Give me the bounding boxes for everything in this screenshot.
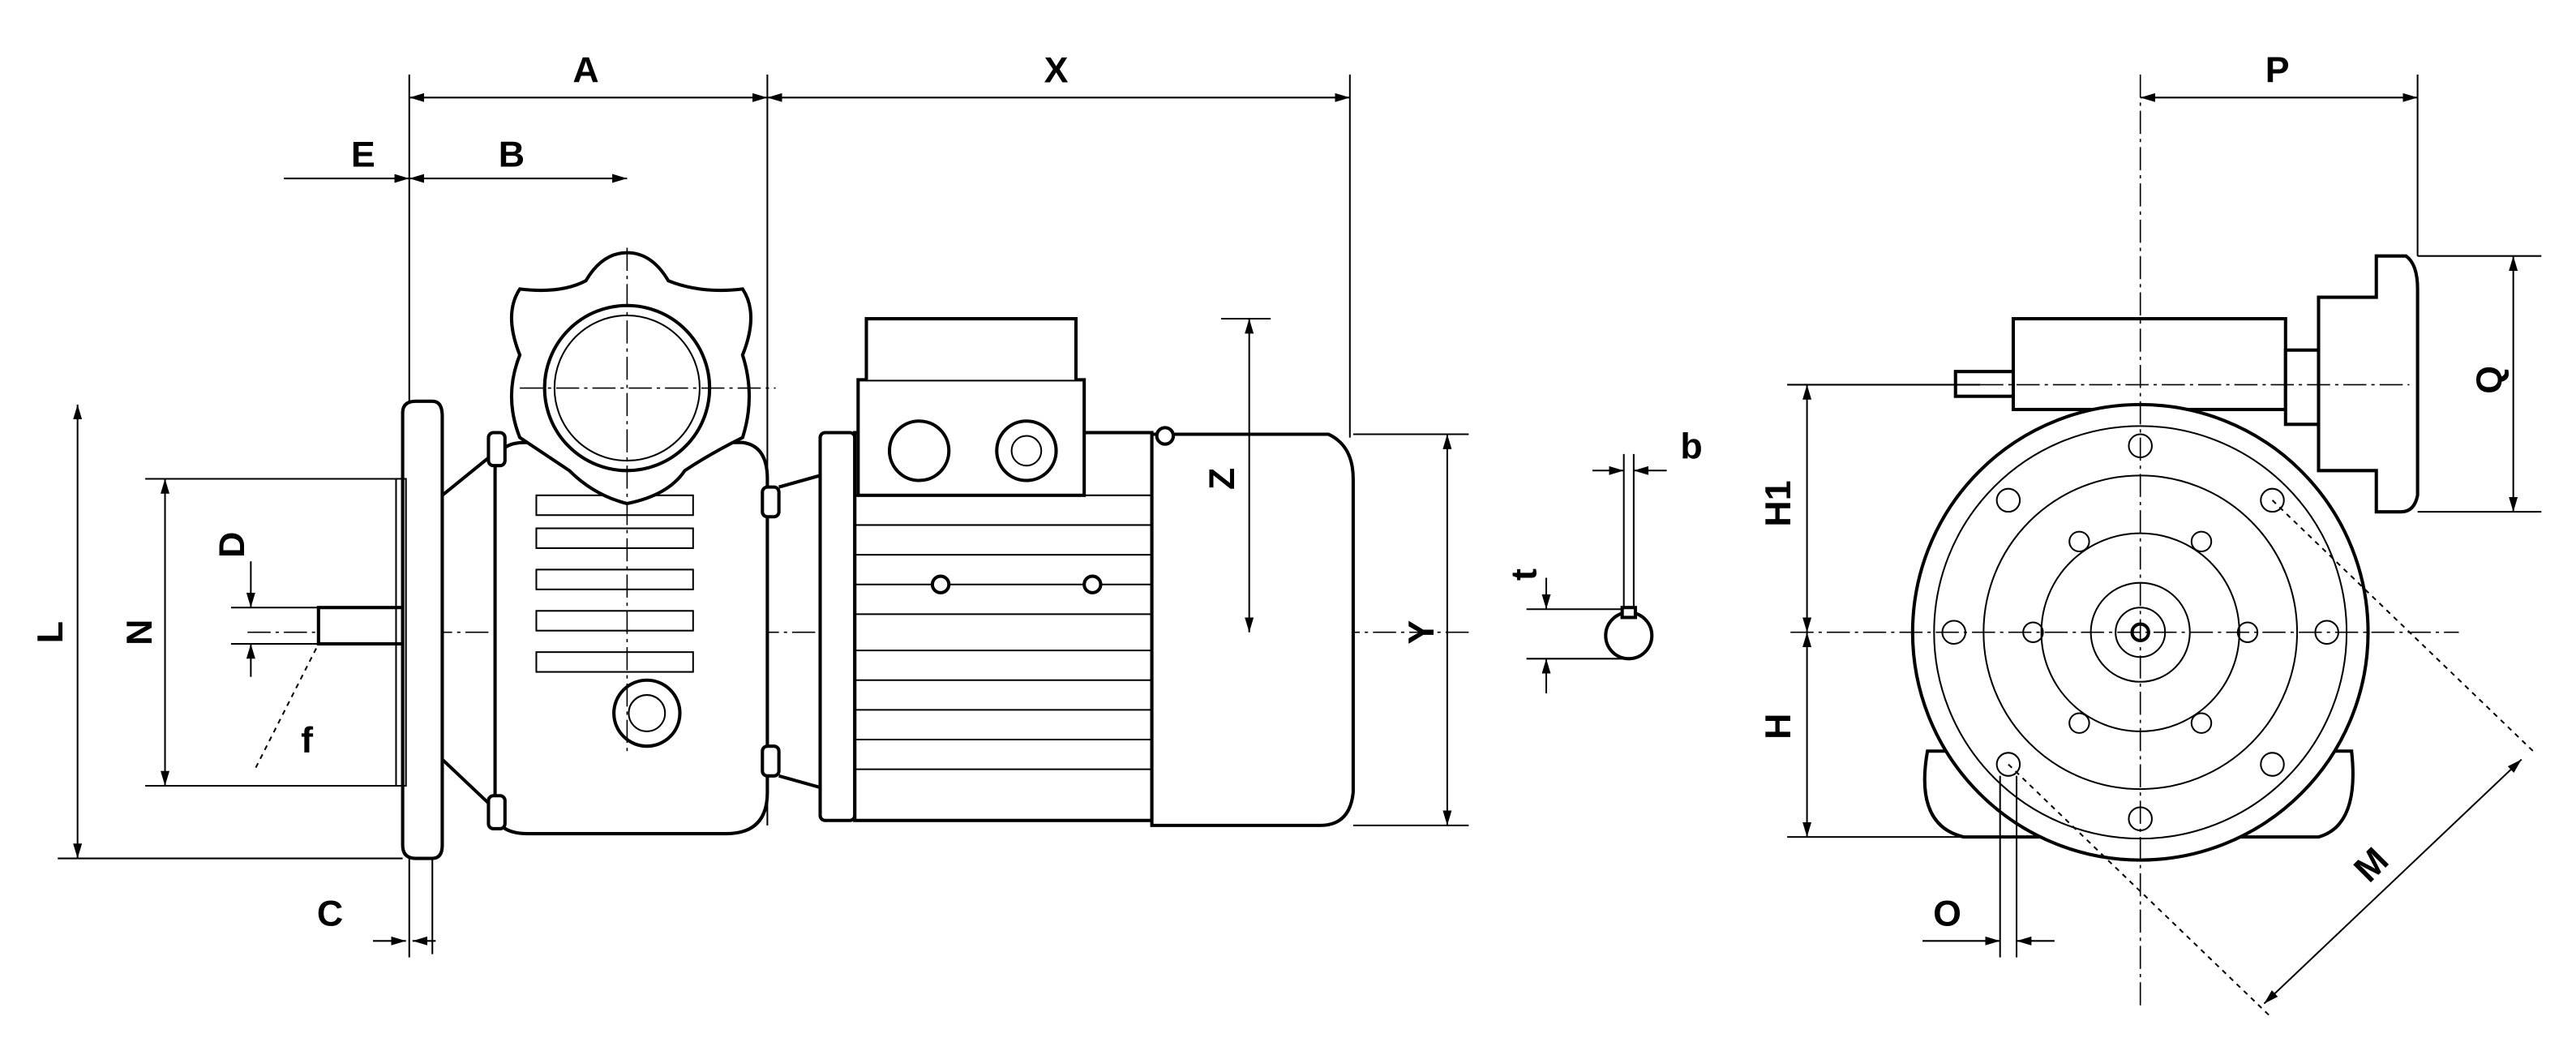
dim-N-label: N: [119, 620, 160, 645]
dim-A-label: A: [572, 50, 598, 91]
dim-H-label: H: [1758, 714, 1798, 740]
dim-D-label: D: [212, 532, 252, 558]
end-view: [1790, 74, 2459, 1007]
motor-body: [853, 431, 1154, 822]
dim-B-label: B: [499, 134, 525, 174]
dim-Z-label: Z: [1202, 468, 1242, 490]
dim-t-label: t: [1503, 568, 1544, 581]
gearbox-fins: [535, 494, 694, 673]
side-view: [247, 74, 1469, 958]
dim-f-label: f: [301, 720, 313, 761]
dim-L-label: L: [30, 621, 71, 643]
dim-H1-label: H1: [1758, 480, 1798, 526]
dim-C-label: C: [317, 894, 343, 934]
dim-Q-label: Q: [2469, 366, 2510, 394]
end-terminal-box: [2011, 317, 2287, 412]
gearbox-housing: [493, 440, 769, 836]
side-dimensions: A X E B Z Y L N D f C: [30, 50, 1469, 954]
dim-M-label: M: [2347, 840, 2397, 890]
dim-Y-label: Y: [1401, 620, 1442, 645]
shaft-keyway-detail: b t: [1503, 427, 1703, 694]
dim-E-label: E: [351, 134, 375, 174]
plug-icon: [612, 678, 682, 748]
output-flange: [401, 399, 444, 860]
dim-O-label: O: [1933, 894, 1961, 934]
dim-X-label: X: [1044, 50, 1069, 91]
motor-flange: [818, 431, 857, 822]
output-shaft: [316, 606, 405, 646]
dim-P-label: P: [2265, 50, 2290, 91]
end-dimensions: P Q H1 H O M: [1758, 50, 2542, 1016]
fan-cover: [1150, 432, 1355, 827]
end-handwheel: [2317, 254, 2420, 514]
dim-b-label: b: [1680, 427, 1702, 467]
